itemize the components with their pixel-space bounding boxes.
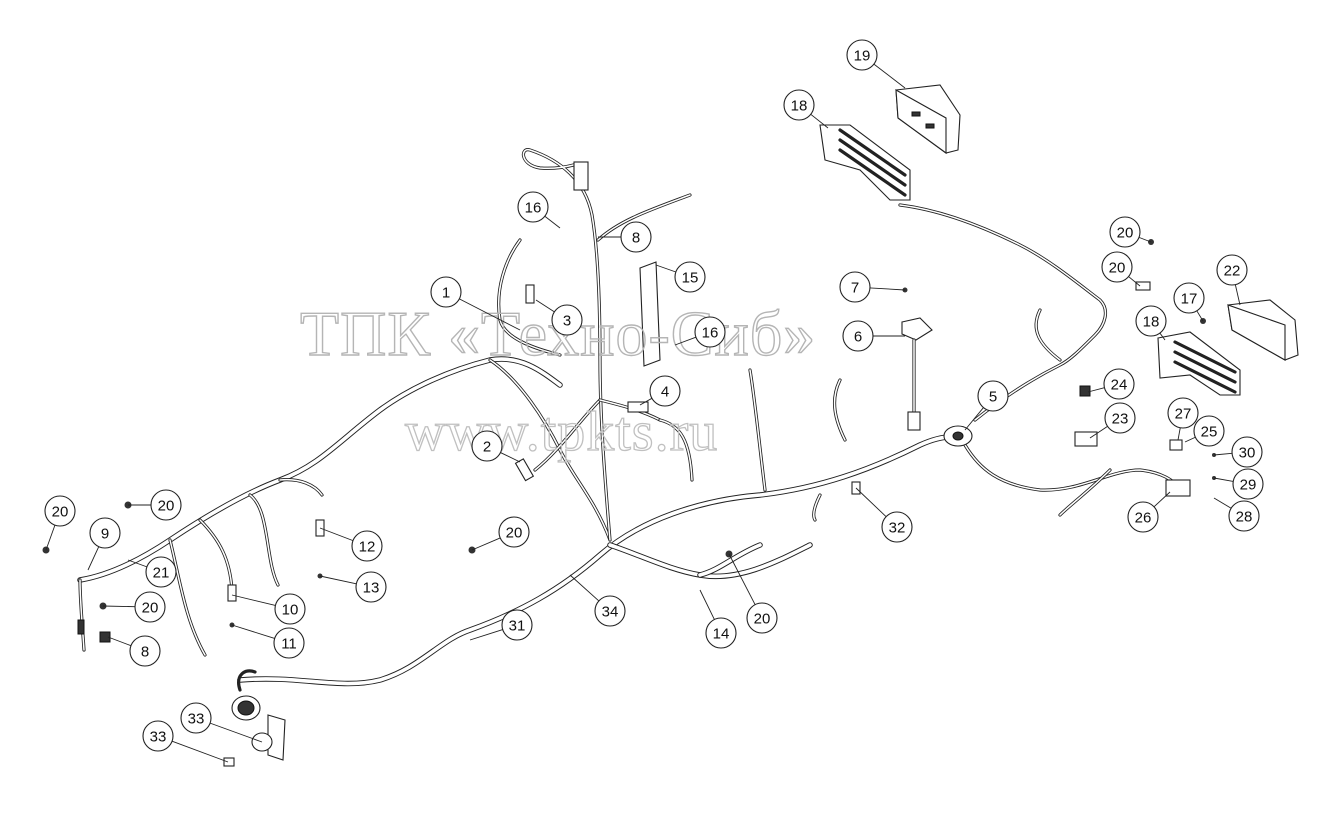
- screw-17: [1200, 318, 1206, 324]
- sensor-2: [514, 458, 535, 482]
- front-harness: [77, 356, 612, 657]
- nut-20-c: [124, 501, 132, 509]
- relay-24: [1074, 431, 1098, 447]
- clip-28: [1169, 439, 1183, 451]
- components: [42, 84, 1299, 767]
- bracket-15: [639, 261, 661, 367]
- grommet-5: [943, 425, 973, 447]
- nut-20-a: [1148, 239, 1154, 245]
- main-harness: [237, 434, 968, 687]
- rear-harness: [658, 203, 1182, 522]
- sensor-10: [227, 584, 237, 602]
- connector-8-b: [99, 631, 111, 643]
- screw-11: [229, 622, 235, 628]
- sensor-3: [525, 284, 535, 304]
- part-30: [1212, 476, 1216, 480]
- bolt-7: [902, 287, 908, 293]
- clip-21: [1135, 281, 1151, 291]
- bolt-33-a: [851, 481, 861, 495]
- part-31: [1212, 453, 1216, 457]
- sensor-12: [315, 519, 325, 537]
- lamp-holder-18-right: [1157, 331, 1241, 396]
- nut-20-e: [468, 546, 476, 554]
- upper-harness: [497, 148, 692, 542]
- buzzer: [573, 161, 589, 191]
- lamp-holder-18-top: [819, 124, 911, 201]
- rear-lamp-19: [895, 84, 961, 155]
- connector-25: [1079, 385, 1091, 397]
- switch-4: [627, 401, 649, 413]
- relay-block-27: [1165, 479, 1191, 497]
- trailer-socket-34: [231, 669, 286, 761]
- rear-lamp-23: [1227, 299, 1299, 361]
- screw-13: [317, 573, 323, 579]
- bolt-33-b: [223, 757, 235, 767]
- nut-20-b: [42, 546, 50, 554]
- nut-20-f: [725, 550, 733, 558]
- connector-a: [77, 619, 85, 635]
- nut-20-d: [99, 602, 107, 610]
- sensor-6: [901, 317, 933, 431]
